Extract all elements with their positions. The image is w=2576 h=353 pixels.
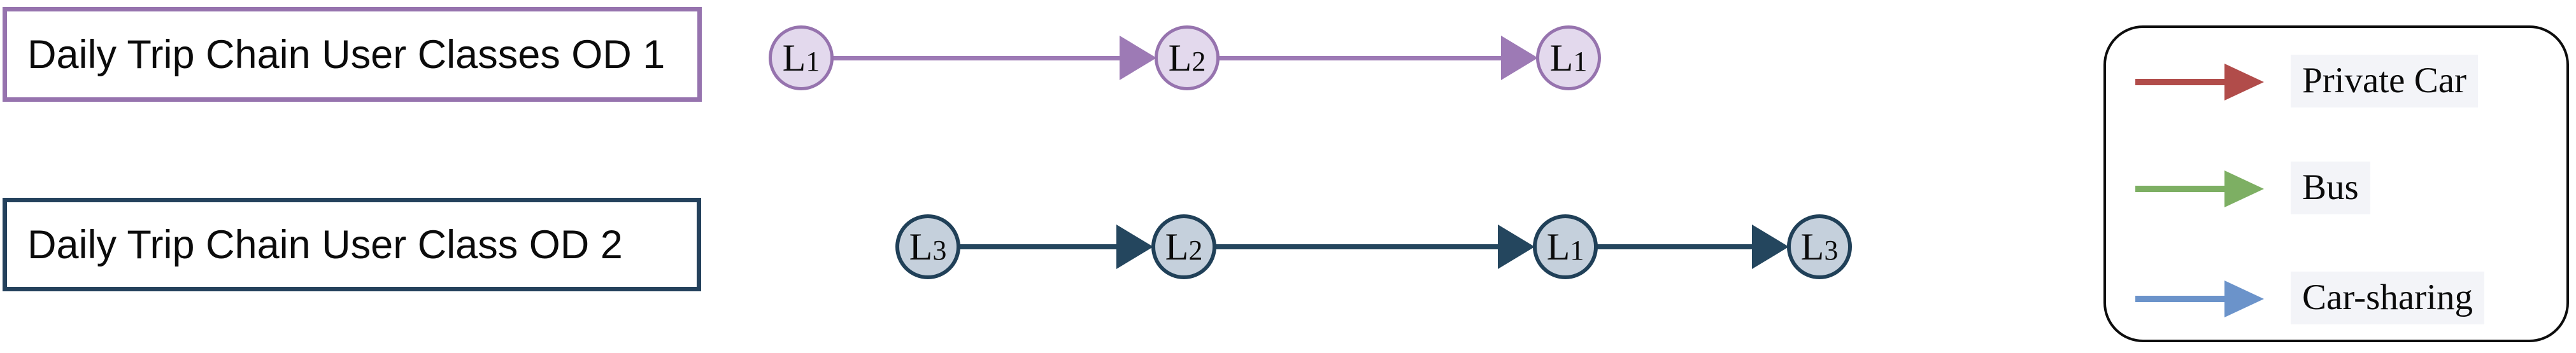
trip-arrowhead-icon	[1498, 225, 1535, 269]
node-label: L	[909, 226, 933, 268]
trip-edge-line	[832, 55, 1122, 60]
node-label: L	[1549, 37, 1574, 79]
legend-arrow-line	[2135, 296, 2226, 302]
trip-arrowhead-icon	[1120, 36, 1156, 80]
node-label-index: 1	[1570, 235, 1584, 266]
node-label-index: 2	[1188, 235, 1203, 266]
od2-title-box: Daily Trip Chain User Class OD 2	[3, 198, 701, 291]
node-label: L	[1800, 226, 1825, 268]
node-label-index: 1	[806, 46, 820, 77]
trip-edge-line	[1215, 244, 1500, 249]
trip-edge-line	[1597, 244, 1754, 249]
trip-edge-line	[1218, 55, 1504, 60]
node-label: L	[1168, 37, 1192, 79]
node-label-index: 2	[1192, 46, 1206, 77]
trip-arrowhead-icon	[1501, 36, 1538, 80]
legend-label: Bus	[2291, 162, 2370, 214]
legend-arrowhead-icon	[2224, 280, 2264, 317]
trip-arrowhead-icon	[1116, 225, 1153, 269]
trip-edge-line	[959, 244, 1119, 249]
trip-arrowhead-icon	[1752, 225, 1789, 269]
legend-arrowhead-icon	[2224, 64, 2264, 100]
legend-label: Car-sharing	[2291, 272, 2484, 324]
od1-title: Daily Trip Chain User Classes OD 1	[27, 32, 665, 77]
node-label-index: 3	[1824, 235, 1839, 266]
legend-arrowhead-icon	[2224, 170, 2264, 207]
legend-arrow-line	[2135, 186, 2226, 192]
node-label-index: 1	[1573, 46, 1588, 77]
node-label-index: 3	[932, 235, 947, 266]
od1-title-box: Daily Trip Chain User Classes OD 1	[3, 7, 702, 102]
legend-label: Private Car	[2291, 55, 2479, 107]
node-label: L	[1165, 226, 1189, 268]
node-label: L	[782, 37, 806, 79]
od2-title: Daily Trip Chain User Class OD 2	[27, 222, 623, 267]
node-label: L	[1546, 226, 1570, 268]
legend-arrow-line	[2135, 79, 2226, 85]
